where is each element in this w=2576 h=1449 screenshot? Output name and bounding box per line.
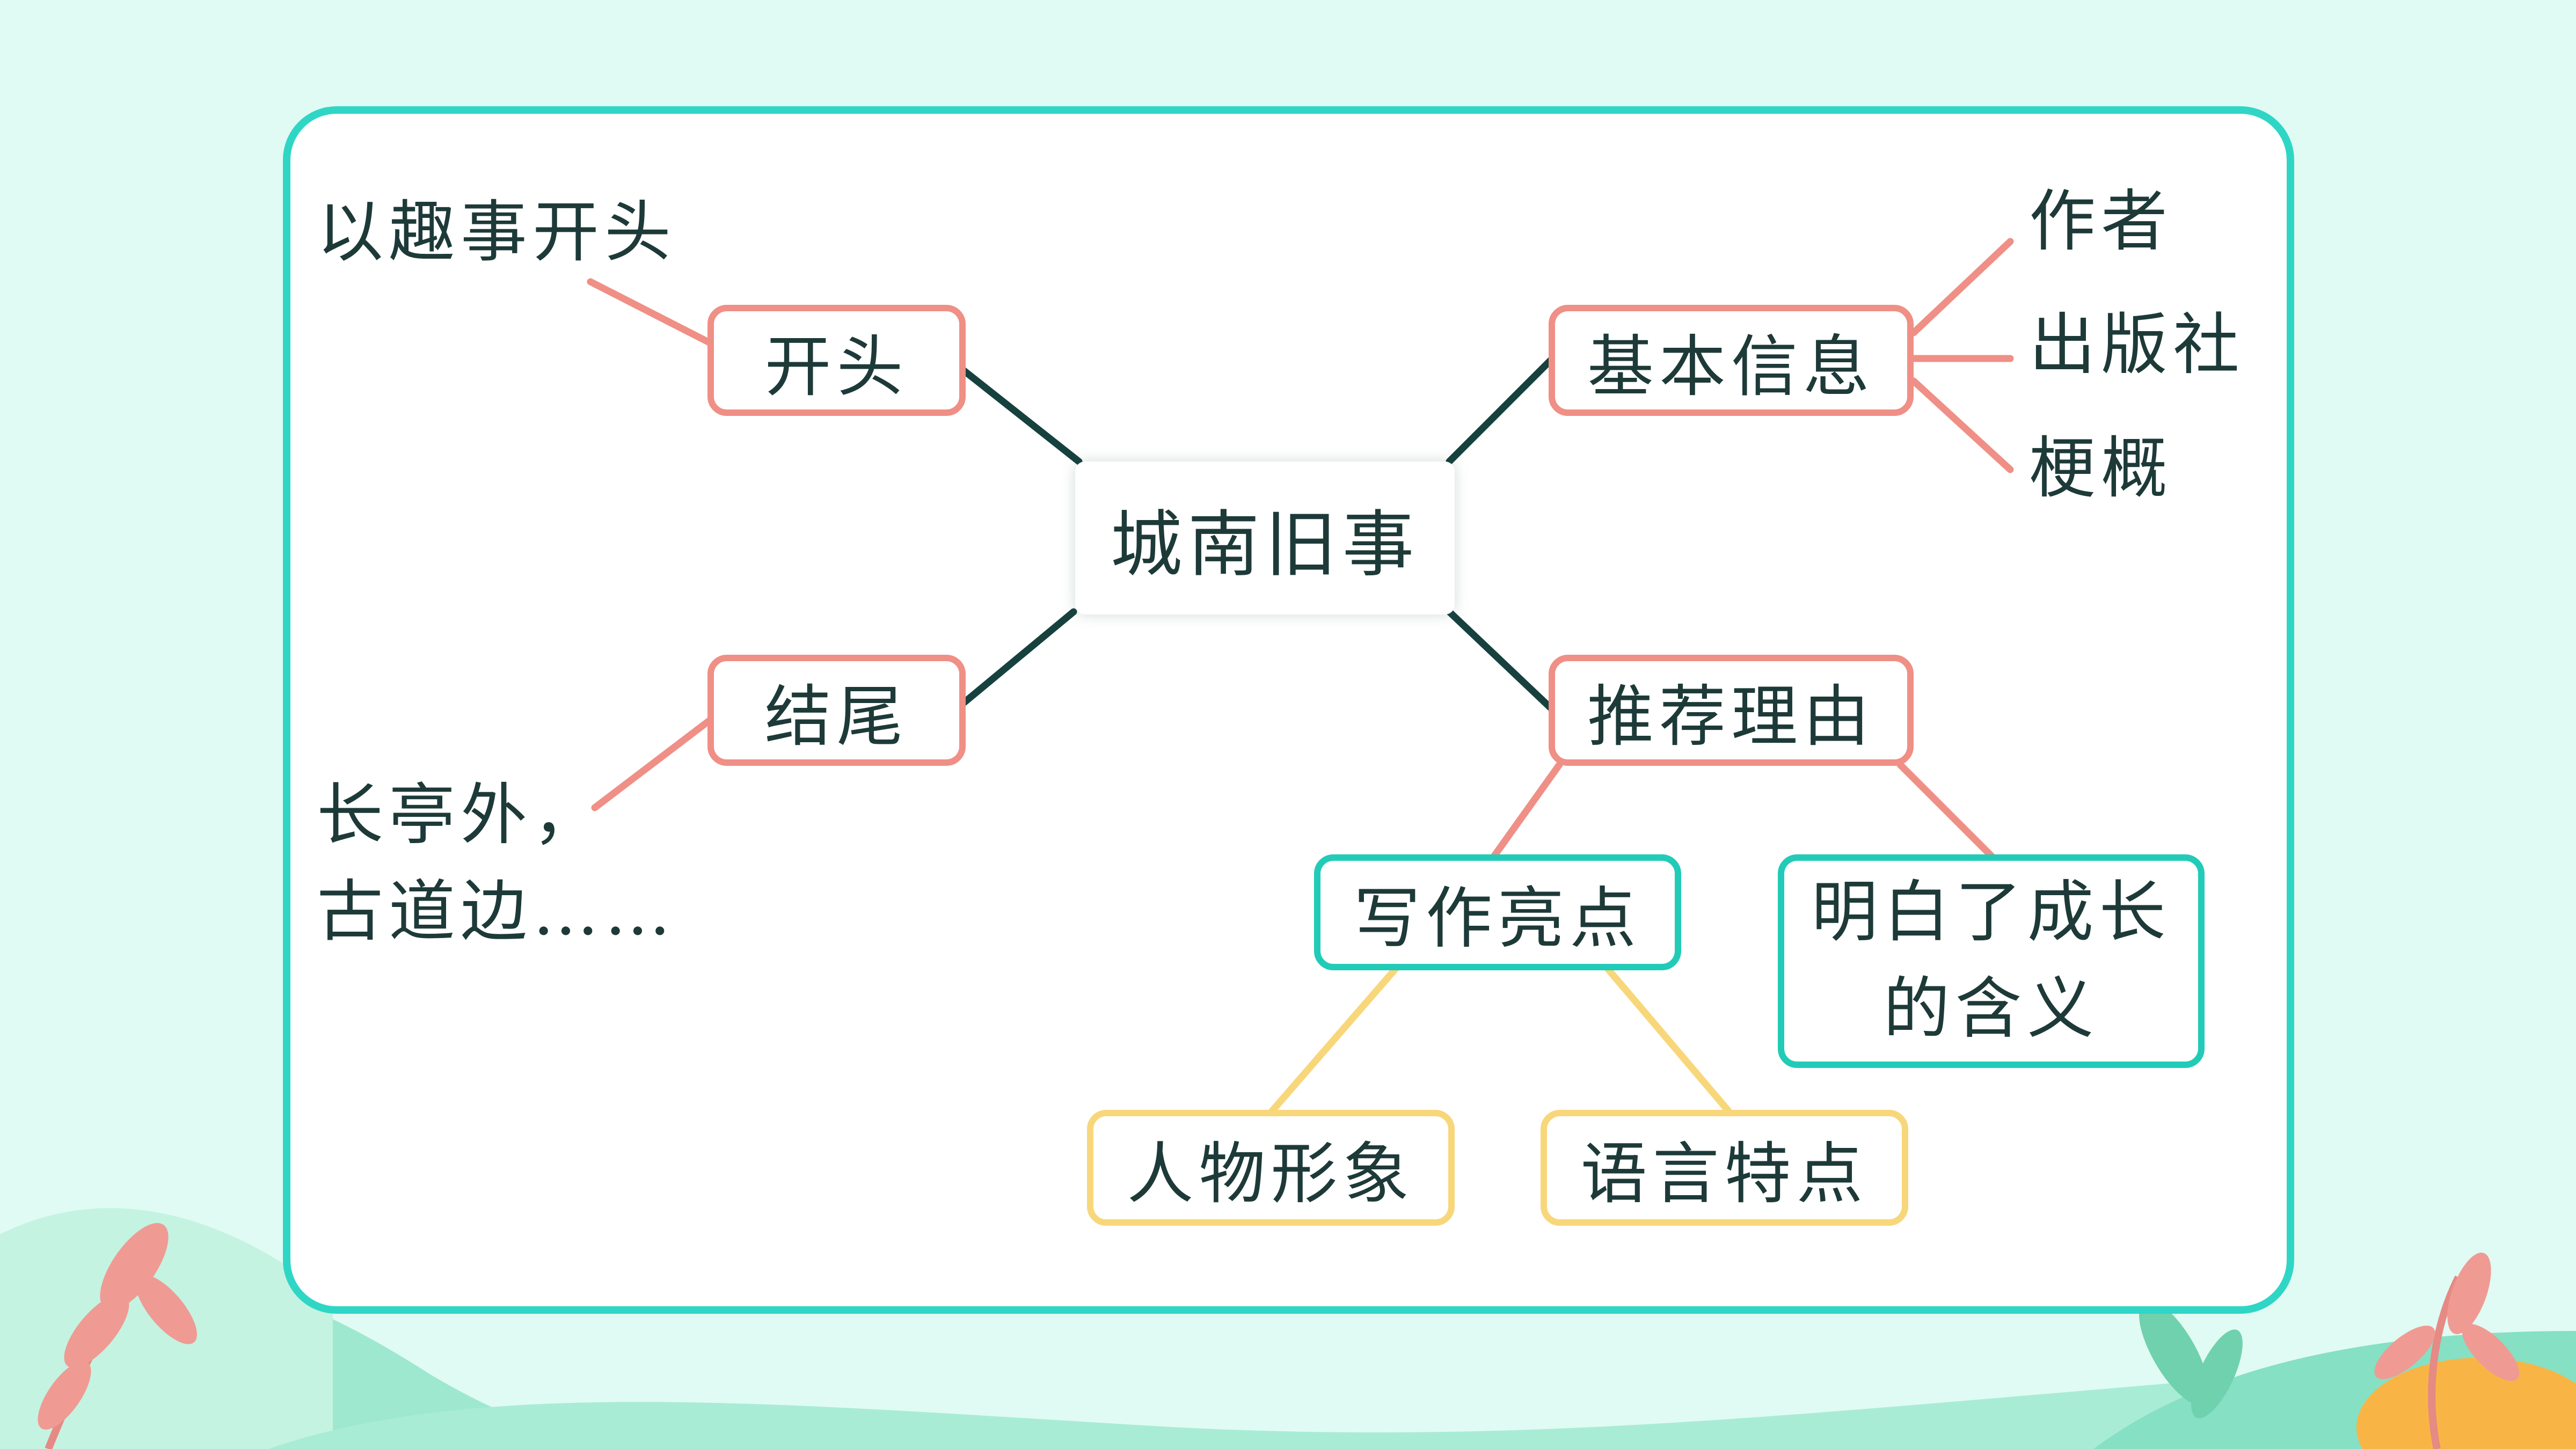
ending-detail: 长亭外， 古道边……: [317, 767, 676, 961]
ending-detail-line2: 古道边……: [317, 873, 677, 950]
ending-label: 结尾: [764, 678, 909, 756]
ending-detail-line1: 长亭外，: [317, 777, 605, 854]
basic-info-item-summary: 梗概: [2029, 430, 2173, 507]
hill-bottom: [268, 1352, 2576, 1449]
writing-highlights-label: 写作亮点: [1353, 880, 1641, 957]
growth-meaning-line2: 的含义: [1883, 970, 2099, 1048]
growth-meaning-node: 明白了成长 的含义: [1778, 854, 2205, 1068]
growth-meaning-line1: 明白了成长: [1811, 874, 2171, 952]
characters-label: 人物形象: [1127, 1136, 1415, 1213]
link-center-reasons: [1446, 608, 1558, 715]
center-label: 城南旧事: [1110, 502, 1420, 587]
language-node: 语言特点: [1541, 1110, 1908, 1226]
leaf-branch-left-icon: [38, 1223, 197, 1449]
link-center-basic: [1446, 356, 1555, 465]
link-writing-language: [1604, 965, 1732, 1115]
basic-info-label: 基本信息: [1587, 328, 1875, 406]
reasons-node: 推荐理由: [1549, 655, 1914, 766]
language-label: 语言特点: [1580, 1136, 1869, 1213]
center-node: 城南旧事: [1075, 462, 1455, 614]
link-reasons-growth: [1896, 761, 1998, 862]
link-center-opening: [960, 367, 1083, 465]
link-ending-detail: [591, 715, 715, 811]
opening-node: 开头: [707, 305, 966, 416]
reasons-label: 推荐理由: [1587, 678, 1875, 756]
basic-info-item-publisher: 出版社: [2029, 306, 2245, 384]
link-center-ending: [960, 608, 1077, 707]
link-basic-author: [1910, 238, 2014, 336]
basic-info-node: 基本信息: [1549, 305, 1914, 416]
basic-info-item-author: 作者: [2029, 183, 2173, 260]
link-writing-characters: [1268, 965, 1399, 1115]
orange-blob: [2356, 1358, 2576, 1449]
link-reasons-writing: [1488, 761, 1563, 862]
green-leaf-right-icon: [2139, 1300, 2243, 1418]
link-opening-detail: [587, 278, 715, 347]
opening-label: 开头: [764, 328, 909, 406]
ending-node: 结尾: [707, 655, 966, 766]
opening-detail: 以趣事开头: [317, 194, 677, 271]
link-basic-summary: [1910, 377, 2014, 473]
leaf-branch-right-icon: [2374, 1253, 2520, 1449]
characters-node: 人物形象: [1087, 1110, 1455, 1226]
writing-highlights-node: 写作亮点: [1314, 854, 1681, 970]
